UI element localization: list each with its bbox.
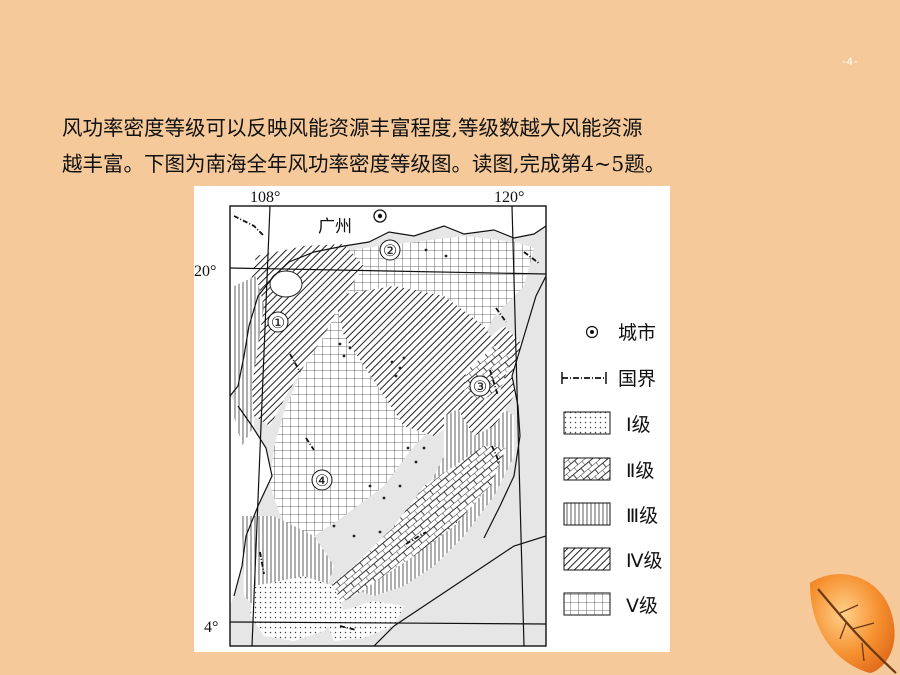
philippines-land (484, 276, 546, 546)
zone-level-2-band (324, 446, 506, 606)
legend-level-1-label: Ⅰ级 (626, 414, 651, 436)
indochina-land (230, 396, 272, 606)
page-number: -4- (842, 56, 859, 68)
marker-3: ③ (469, 375, 491, 397)
legend-border: 国界 (561, 368, 656, 390)
borneo-land (374, 536, 546, 646)
legend-level-1: Ⅰ级 (563, 411, 651, 436)
svg-text:①: ① (271, 315, 285, 332)
hainan-island (269, 270, 303, 298)
map-legend: 城市 国界 Ⅰ级 Ⅱ级 Ⅲ级 Ⅳ级 Ⅴ级 (561, 322, 663, 617)
map-frame (229, 205, 547, 647)
zone-level-1-borneo (324, 601, 404, 641)
legend-border-label: 国界 (618, 368, 656, 390)
latitude-label-20: 20° (194, 263, 216, 280)
legend-level-5-label: Ⅴ级 (626, 595, 658, 617)
wind-map-svg: 108° 120° 20° 4° 广州 ① ② ③ ④ 城市 国界 (194, 189, 663, 647)
city-label-guangzhou: 广州 (318, 217, 352, 237)
legend-level-4-label: Ⅳ级 (626, 550, 663, 572)
zone-level-1-south (250, 576, 344, 641)
legend-level-4: Ⅳ级 (563, 547, 663, 572)
intro-line-2: 越丰富。下图为南海全年风功率密度等级图。读图,完成第4~5题。 (62, 152, 666, 176)
intro-line-1: 风功率密度等级可以反映风能资源丰富程度,等级数越大风能资源 (62, 116, 643, 140)
svg-text:②: ② (383, 243, 397, 260)
marker-1: ① (267, 311, 289, 333)
parallel-20 (229, 267, 547, 275)
legend-level-3-label: Ⅲ级 (626, 505, 658, 527)
map-area (230, 206, 546, 646)
national-borders (233, 215, 541, 631)
marker-4: ④ (311, 469, 333, 491)
parallel-4 (229, 621, 547, 625)
legend-city-label: 城市 (618, 322, 656, 344)
question-intro: 风功率密度等级可以反映风能资源丰富程度,等级数越大风能资源 越丰富。下图为南海全… (62, 110, 862, 182)
autumn-leaf-icon (810, 574, 897, 674)
coastline-indochina (233, 405, 273, 597)
south-china-sea-wind-map-figure: 108° 120° 20° 4° 广州 ① ② ③ ④ 城市 国界 (194, 186, 670, 652)
legend-level-5: Ⅴ级 (563, 592, 658, 617)
islands (332, 248, 448, 538)
longitude-label-120: 120° (494, 189, 524, 206)
city-symbol-guangzhou (373, 209, 387, 223)
longitude-label-108: 108° (250, 189, 280, 206)
coastline-borneo (373, 535, 546, 646)
meridian-120 (511, 205, 525, 647)
legend-level-2-label: Ⅱ级 (626, 460, 654, 482)
meridian-108 (251, 205, 271, 647)
svg-text:③: ③ (473, 379, 487, 396)
legend-level-2: Ⅱ级 (563, 457, 654, 482)
svg-text:④: ④ (315, 473, 329, 490)
marker-2: ② (379, 239, 401, 261)
legend-city: 城市 (585, 322, 656, 344)
zone-level-3-west (234, 276, 264, 446)
latitude-label-4: 4° (204, 619, 218, 636)
legend-level-3: Ⅲ级 (563, 502, 658, 527)
coastline-north (230, 225, 546, 397)
